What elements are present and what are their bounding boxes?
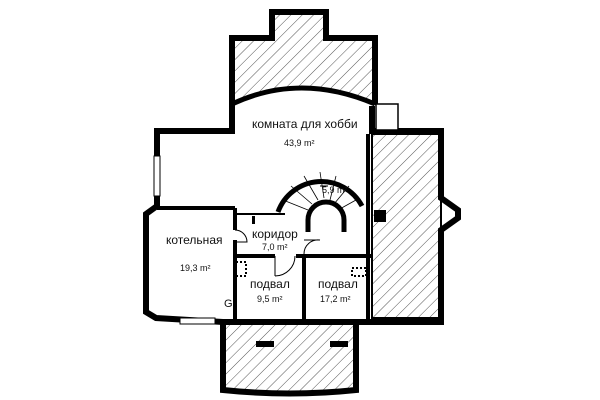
top-bay-arch — [230, 85, 376, 107]
window-hobby-top — [375, 103, 399, 131]
staircase-steps — [282, 171, 357, 211]
boiler-room-name: котельная — [166, 233, 222, 247]
right-terrace-hatched — [371, 133, 442, 319]
corridor-area: 7,0 m² — [262, 242, 288, 252]
door-boiler — [234, 229, 248, 243]
staircase-outer — [275, 178, 365, 213]
cellar1-area: 9,5 m² — [257, 294, 283, 304]
bottom-terrace-hatched — [222, 321, 357, 394]
stair-area: 5,9 m² — [322, 185, 348, 195]
staircase-inner — [305, 199, 347, 232]
hobby-room-area: 43,9 m² — [284, 138, 315, 148]
hobby-room-name: комната для хобби — [252, 117, 358, 131]
door-cellar1 — [274, 255, 296, 277]
chimney-block — [374, 210, 386, 222]
bottom-terrace-vent-right — [330, 341, 348, 347]
cellar2-area: 17,2 m² — [320, 294, 351, 304]
cellar1-name: подвал — [250, 277, 290, 291]
outer-wall-right-bump — [440, 197, 459, 231]
fixture-cellar1 — [235, 261, 247, 277]
corridor-name: коридор — [252, 227, 298, 241]
bottom-terrace-vent-left — [256, 341, 274, 347]
boiler-room-area: 19,3 m² — [180, 263, 211, 273]
bottom-terrace-wall — [220, 322, 359, 397]
window-boiler — [179, 317, 216, 325]
door-corridor — [303, 239, 321, 255]
window-left-upper — [153, 155, 161, 197]
fixture-cellar2 — [351, 267, 367, 277]
top-bay-wall — [229, 9, 378, 104]
cellar2-name: подвал — [318, 277, 358, 291]
boiler-symbol-icon: G — [224, 298, 233, 310]
corridor-marker — [252, 216, 255, 224]
